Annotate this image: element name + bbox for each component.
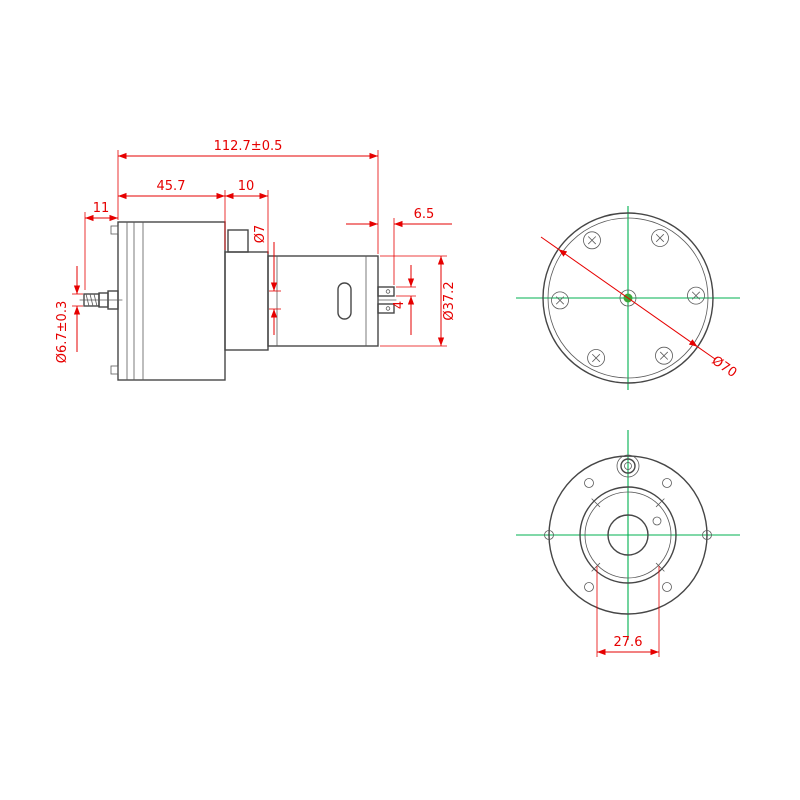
dim-flange-diameter: Ø70: [540, 236, 740, 381]
dim-shaft-length: 11: [84, 201, 118, 290]
output-shaft: [79, 290, 123, 310]
screw-head: [551, 291, 569, 310]
dimension-line: [558, 248, 698, 348]
bolt-hole: [544, 530, 554, 540]
flange-inner-circle: [547, 217, 709, 379]
terminal-tab-bottom: [377, 303, 395, 314]
dim-label-overall: 112.7±0.5: [214, 139, 283, 154]
dim-label-shaft-diameter: Ø6.7±0.3: [55, 301, 70, 363]
dim-label-port-width: 27.6: [614, 635, 643, 650]
screw-head: [687, 286, 705, 305]
inner-ring-outer: [579, 486, 677, 584]
dim-port-width: 27.6: [596, 566, 660, 657]
terminal-hole: [385, 306, 391, 311]
dim-overall-length: 112.7±0.5: [117, 139, 379, 254]
dimension-tail: [540, 236, 559, 250]
dim-gearbox-length: 45.7: [118, 179, 226, 250]
adapter-body: [224, 229, 269, 351]
terminal-hole: [385, 289, 391, 294]
dim-label-shaft-length: 11: [93, 201, 110, 216]
center-port-circle: [607, 514, 649, 556]
dim-adapter-length: 10: [225, 179, 269, 254]
screw-head: [651, 229, 669, 247]
dim-label-gearbox: 45.7: [157, 179, 186, 194]
ring-tick: [591, 498, 601, 508]
bolt-hole: [584, 478, 594, 488]
dim-label-terminal-length: 6.5: [414, 207, 435, 222]
motor-vent-slot: [337, 282, 352, 320]
ring-tick: [591, 562, 601, 572]
top-nipple: [616, 454, 640, 478]
bolt-hole: [702, 530, 712, 540]
adapter-outline: [224, 251, 269, 351]
bolt-hole: [584, 582, 594, 592]
screw-head: [655, 346, 673, 365]
housing-outer-circle: [548, 455, 708, 615]
dimension-tail: [697, 346, 716, 360]
dim-terminal-length: 6.5: [346, 207, 452, 285]
dim-label-motor-diameter: Ø37.2: [442, 281, 457, 320]
front-view: Ø70: [516, 206, 740, 390]
ring-tick: [655, 562, 665, 572]
motor-body: [267, 255, 379, 347]
dim-label-boss-diameter: Ø7: [253, 225, 268, 244]
dim-boss-diameter: Ø7: [253, 225, 281, 335]
motor-outline: [267, 255, 379, 347]
inner-ring-inner: [584, 491, 672, 579]
terminal-tab-top: [377, 286, 395, 297]
bolt-hole: [662, 478, 672, 488]
screw-head: [587, 349, 605, 367]
bottom-view: 27.6: [516, 430, 740, 657]
bolt-hole: [662, 582, 672, 592]
dim-shaft-diameter: Ø6.7±0.3: [55, 266, 83, 363]
screw-head: [583, 231, 601, 250]
dim-motor-diameter: Ø37.2: [380, 255, 457, 347]
side-view: 112.7±0.5 45.7 10 11 6.5: [55, 139, 457, 381]
gearbox-screw-tab: [110, 365, 119, 375]
dim-label-terminal-width: 4: [392, 301, 407, 309]
gearbox-screw-tab: [110, 225, 119, 235]
flange-outer-circle: [542, 212, 714, 384]
small-port-hole: [652, 516, 662, 526]
dim-label-adapter: 10: [238, 179, 255, 194]
dim-label-flange-diameter: Ø70: [709, 353, 740, 381]
adapter-top-tab: [227, 229, 249, 253]
ring-tick: [655, 498, 665, 508]
gearbox-body: [110, 221, 226, 381]
terminal-tabs: [377, 286, 397, 314]
dim-terminal-width: 4: [392, 265, 416, 335]
